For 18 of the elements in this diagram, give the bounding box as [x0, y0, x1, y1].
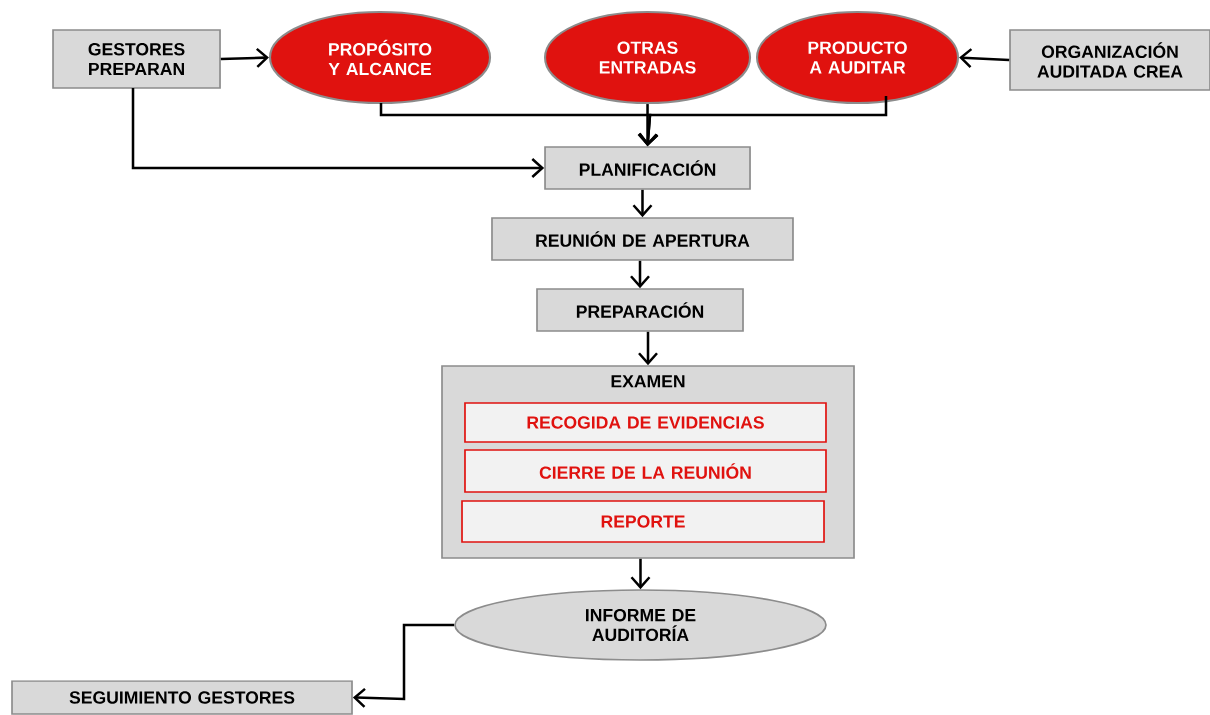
step-box: RECOGIDA DE EVIDENCIAS: [464, 402, 827, 443]
process-box: ORGANIZACIÓN AUDITADA CREA: [1009, 29, 1210, 91]
arrow: [220, 47, 269, 68]
step-box: REPORTE: [461, 500, 825, 543]
step-box: CIERRE DE LA REUNIÓN: [464, 449, 827, 493]
process-box: PLANIFICACIÓN: [544, 146, 751, 190]
arrow: [630, 260, 650, 289]
arrow: [638, 331, 658, 366]
process-box: GESTORES PREPARAN: [52, 29, 221, 89]
arrow: [352, 623, 455, 708]
process-box: SEGUIMIENTO GESTORES: [11, 680, 353, 715]
arrow: [632, 189, 653, 218]
arrow: [638, 96, 888, 147]
process-box: PREPARACIÓN: [536, 288, 744, 332]
arrow: [131, 88, 545, 178]
process-box: REUNIÓN DE APERTURA: [491, 217, 794, 261]
arrow: [630, 558, 651, 590]
arrow: [959, 48, 1010, 68]
